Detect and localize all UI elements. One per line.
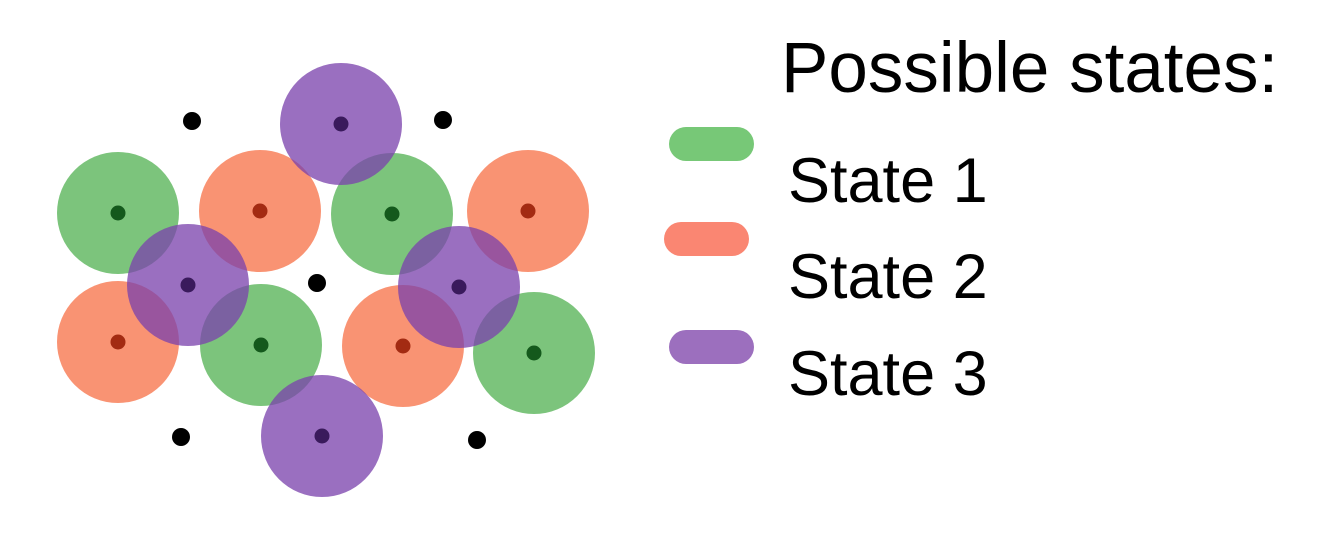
state-3-center-dot [314, 428, 330, 444]
state-1-center-dot [253, 337, 269, 353]
bare-lattice-dot [468, 431, 486, 449]
bare-lattice-dot [434, 111, 452, 129]
bare-lattice-dot [308, 274, 326, 292]
bare-lattice-dot [172, 428, 190, 446]
state-2-center-dot [395, 338, 411, 354]
state-3-center-dot [451, 279, 467, 295]
state-2-center-dot [520, 203, 536, 219]
state-3-center-dot [333, 116, 349, 132]
state-2-center-dot [252, 203, 268, 219]
bare-lattice-dot [183, 112, 201, 130]
state-1-center-dot [110, 205, 126, 221]
state-1-center-dot [526, 345, 542, 361]
state-1-center-dot [384, 206, 400, 222]
state-3-center-dot [180, 277, 196, 293]
state-2-center-dot [110, 334, 126, 350]
